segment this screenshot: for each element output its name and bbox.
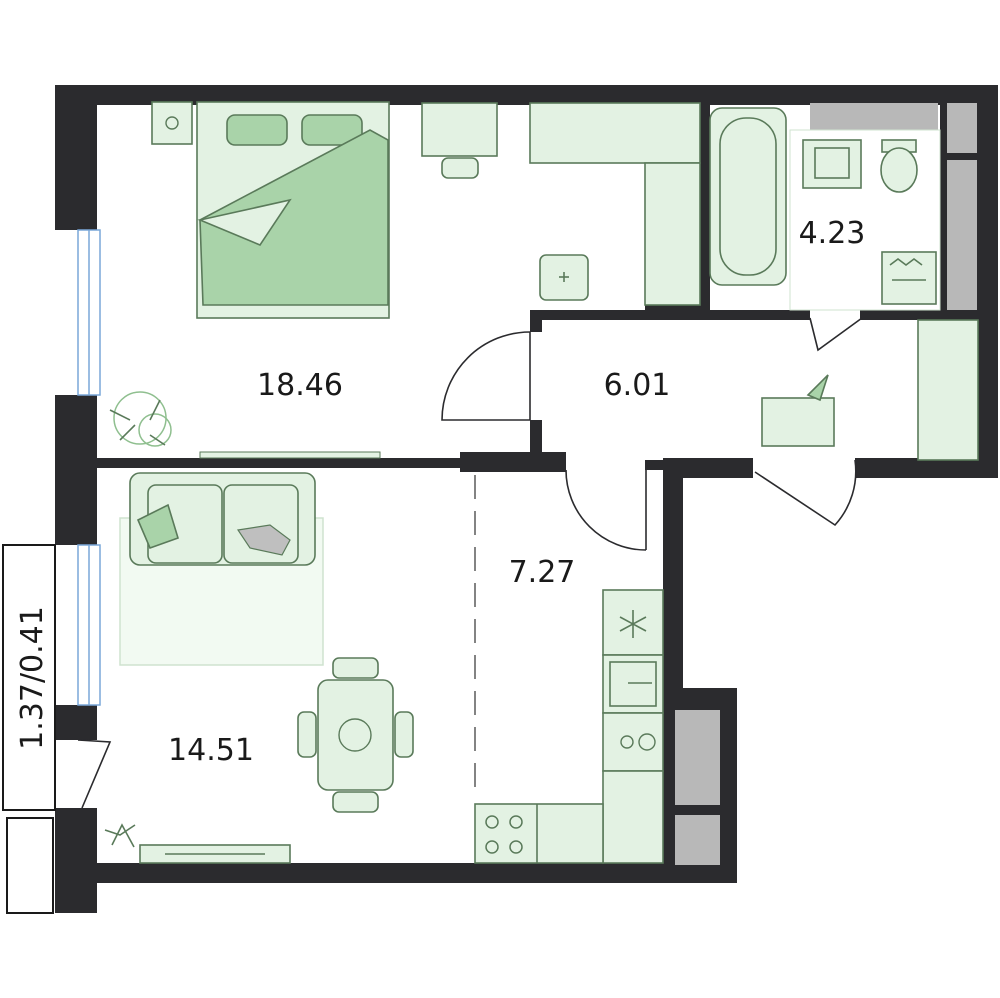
room-labels: 18.46 6.01 4.23 7.27 14.51 — [168, 216, 865, 768]
windows — [77, 229, 381, 706]
hallway-area-label: 6.01 — [604, 368, 671, 403]
balcony: 1.37/0.41 — [2, 544, 56, 914]
bathroom-furniture — [709, 107, 941, 311]
living-furniture — [104, 472, 476, 864]
bedroom-furniture — [109, 101, 701, 447]
doors — [77, 317, 863, 809]
bathroom-area-label: 4.23 — [799, 216, 866, 251]
living-room-area-label: 14.51 — [168, 733, 254, 768]
balcony-area-label: 1.37/0.41 — [15, 606, 50, 750]
hallway-furniture — [761, 319, 979, 461]
service-shafts — [675, 103, 977, 865]
kitchen-furniture — [474, 589, 664, 864]
kitchen-area-label: 7.27 — [509, 555, 576, 590]
bedroom-area-label: 18.46 — [257, 368, 343, 403]
